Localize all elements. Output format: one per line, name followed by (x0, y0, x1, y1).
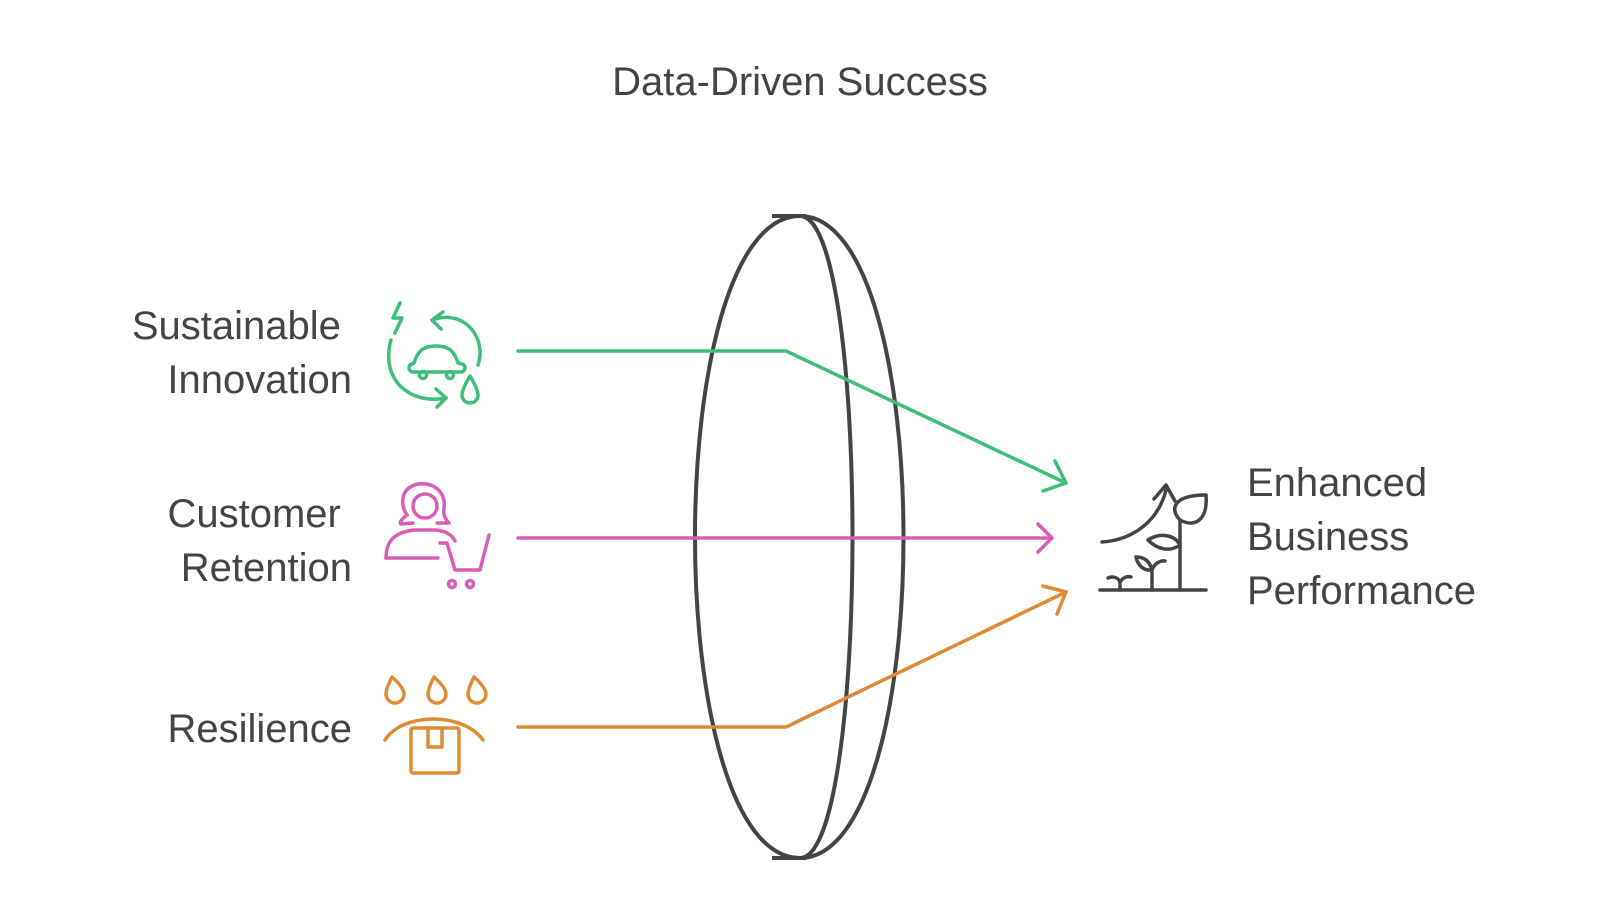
input-arrow-sustainable-innovation (516, 349, 1068, 493)
input-label-sustainable-innovation: Sustainable Innovation (132, 304, 352, 402)
diagram-title: Data-Driven Success (612, 60, 988, 104)
output-label: Enhanced Business Performance (1247, 461, 1476, 613)
input-label-customer-retention: Customer Retention (167, 492, 352, 590)
input-arrow-resilience (516, 584, 1068, 729)
growth-plant-icon (1098, 483, 1208, 592)
customer-cart-icon (384, 482, 491, 590)
input-label-resilience: Resilience (167, 707, 352, 751)
box-rain-shelter-icon (383, 675, 488, 775)
sustainable-car-cycle-icon (387, 301, 482, 409)
input-arrow-customer-retention (516, 522, 1054, 554)
